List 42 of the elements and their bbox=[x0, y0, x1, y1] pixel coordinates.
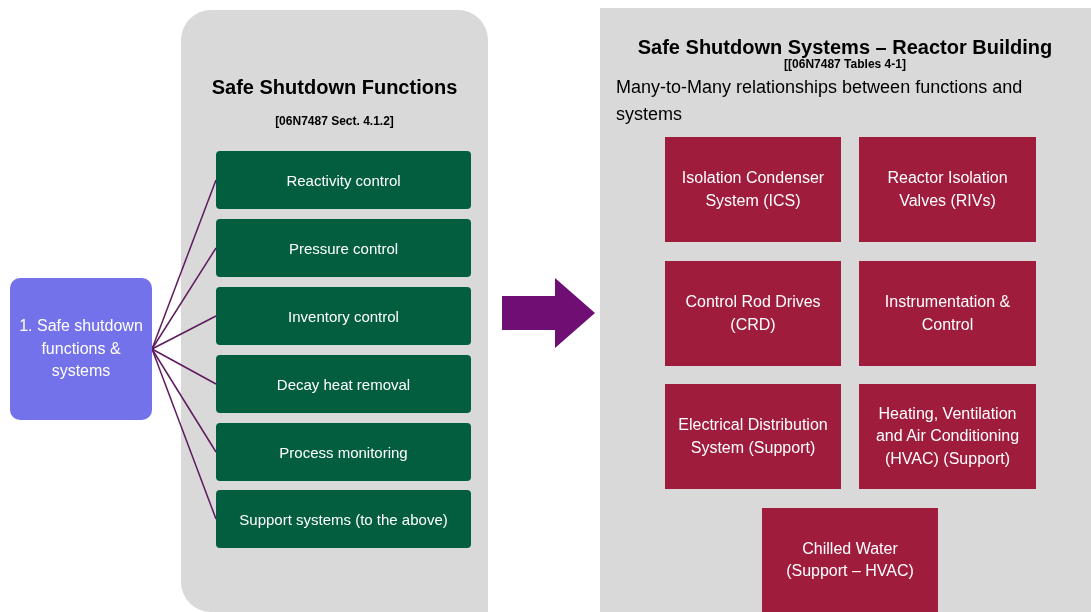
system-box bbox=[665, 137, 841, 242]
connector-line bbox=[151, 179, 217, 350]
box-label: Chilled Water (Support – HVAC) bbox=[785, 538, 915, 581]
box-label: Reactor Isolation Valves (RIVs) bbox=[886, 168, 1009, 211]
function-box bbox=[216, 151, 471, 209]
system-box bbox=[665, 261, 841, 366]
connector-line bbox=[151, 247, 217, 350]
box-label: 1. Safe shutdown functions & systems bbox=[18, 316, 144, 382]
box-label: Isolation Condenser System (ICS) bbox=[680, 168, 826, 211]
box-label: Instrumentation & Control bbox=[883, 292, 1012, 335]
function-box bbox=[216, 287, 471, 345]
system-box bbox=[859, 137, 1036, 242]
panel-title: Safe Shutdown Functions bbox=[210, 75, 459, 100]
block-arrow bbox=[502, 278, 595, 348]
box-label: Control Rod Drives (CRD) bbox=[684, 292, 822, 335]
panel-title: Safe Shutdown Systems – Reactor Building bbox=[636, 35, 1054, 60]
process-box bbox=[10, 278, 152, 420]
group-panel bbox=[181, 10, 488, 612]
reference-note: [[06N7487 Tables 4-1] bbox=[783, 57, 907, 73]
box-label: Decay heat removal bbox=[276, 374, 411, 395]
box-label: Process monitoring bbox=[279, 442, 408, 463]
reference-note: [06N7487 Sect. 4.1.2] bbox=[274, 113, 395, 130]
box-label: Pressure control bbox=[288, 238, 399, 259]
connector-line bbox=[151, 315, 217, 350]
function-box bbox=[216, 219, 471, 277]
system-box bbox=[665, 384, 841, 489]
connector-line bbox=[151, 348, 217, 385]
box-label: Electrical Distribution System (Support) bbox=[677, 415, 829, 458]
function-box bbox=[216, 355, 471, 413]
description-text: Many-to-Many relationships between functions and systems bbox=[616, 76, 1024, 126]
box-label: Support systems (to the above) bbox=[239, 509, 448, 530]
connector-line bbox=[151, 348, 217, 520]
box-label: Heating, Ventilation and Air Conditioning (HVAC) (Support) bbox=[874, 403, 1021, 469]
box-label: Inventory control bbox=[288, 306, 399, 327]
function-box bbox=[216, 423, 471, 481]
box-label: Reactivity control bbox=[286, 170, 401, 191]
system-box bbox=[859, 261, 1036, 366]
group-panel bbox=[600, 8, 1091, 612]
system-box bbox=[859, 384, 1036, 489]
system-box bbox=[762, 508, 938, 612]
connector-line bbox=[151, 348, 217, 453]
function-box bbox=[216, 490, 471, 548]
